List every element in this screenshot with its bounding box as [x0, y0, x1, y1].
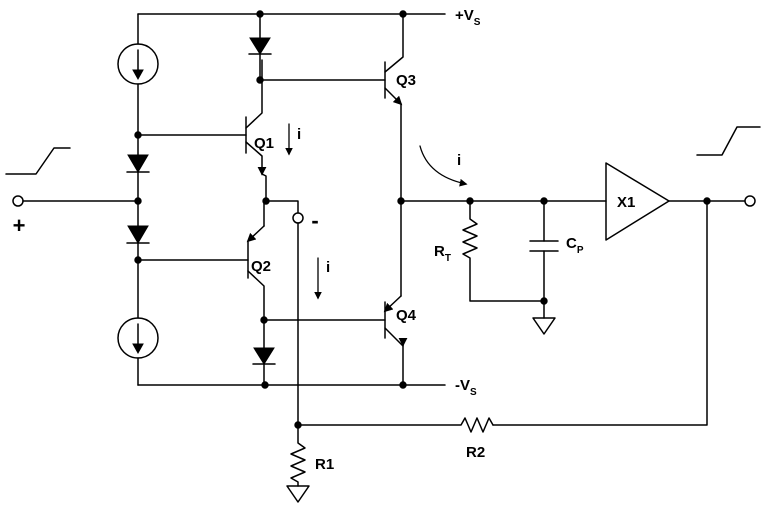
non-inverting-input: +	[12, 195, 139, 238]
negative-supply-rail	[137, 381, 446, 389]
feedback-network: R2	[294, 200, 708, 461]
q1-current-indicator: i	[285, 123, 301, 156]
minus-sign-label: -	[311, 208, 318, 233]
transistor-q1: Q1	[137, 59, 274, 202]
q2-current-indicator: i	[314, 257, 330, 300]
current-source-top	[117, 43, 159, 85]
resistor-rt: RT	[434, 200, 545, 302]
q2-label: Q2	[251, 258, 271, 275]
r1-label: R1	[315, 456, 334, 473]
current-source-bottom	[117, 317, 159, 359]
q3-label: Q3	[396, 72, 416, 89]
output-current-label: i	[457, 152, 461, 169]
x1-label: X1	[617, 194, 635, 211]
positive-supply-rail	[137, 10, 446, 18]
capacitor-cp: CP	[529, 200, 584, 319]
plus-sign-label: +	[13, 213, 26, 238]
ground-symbol-cp	[532, 317, 556, 335]
transistor-q2: Q2	[137, 200, 271, 321]
output-node-wire	[397, 197, 607, 205]
ground-symbol-r1	[286, 485, 310, 503]
q4-label: Q4	[396, 307, 417, 324]
diode-top	[248, 13, 386, 84]
q1-label: Q1	[254, 135, 274, 152]
diode-input-upper	[126, 154, 150, 173]
output-current-indicator: i	[419, 145, 468, 187]
input-step-waveform	[5, 147, 71, 175]
output-step-waveform	[696, 126, 761, 156]
diode-bottom	[252, 316, 386, 386]
amplifier-output	[668, 195, 756, 207]
rt-label: RT	[434, 243, 451, 264]
cp-label: CP	[566, 235, 584, 256]
positive-supply-label: +VS	[455, 7, 481, 28]
q2-current-label: i	[326, 259, 330, 276]
inverting-input: -	[262, 197, 319, 426]
r2-label: R2	[466, 444, 485, 461]
transistor-q4: Q4	[383, 200, 417, 386]
resistor-r1: R1	[290, 424, 334, 487]
negative-supply-label: -VS	[455, 377, 477, 398]
transistor-q3: Q3	[384, 13, 416, 202]
diode-input-lower	[126, 225, 150, 244]
q1-current-label: i	[297, 126, 301, 143]
left-bias-column	[134, 13, 142, 386]
buffer-x1: X1	[605, 162, 670, 241]
